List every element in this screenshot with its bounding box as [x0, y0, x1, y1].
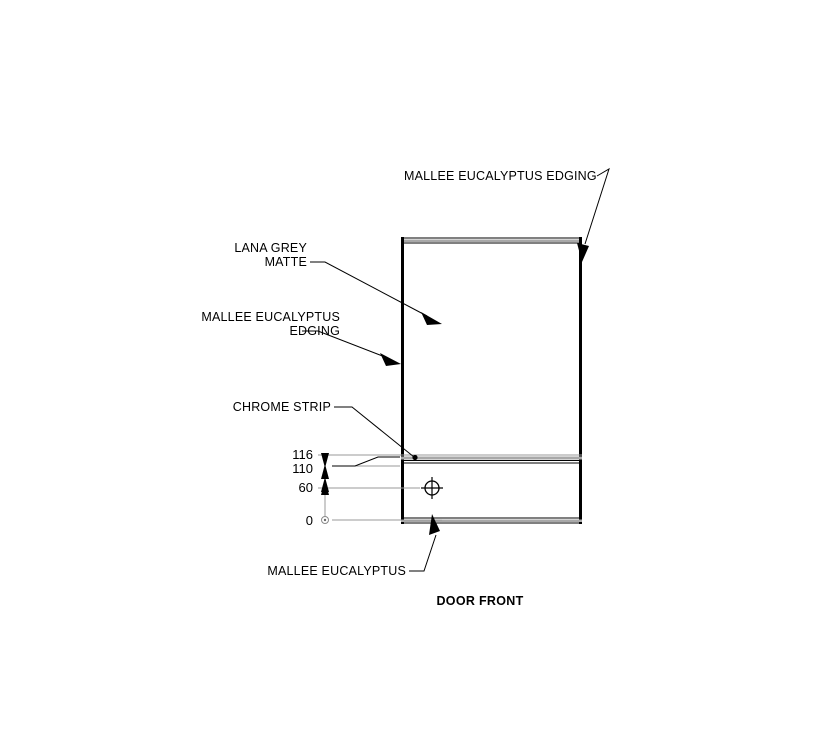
dim-jog-leader-110 [332, 456, 400, 467]
leader-lana-grey-matte [310, 261, 428, 317]
arrowhead-lana-grey-matte [421, 312, 442, 325]
handle-hole-crosshair [421, 477, 443, 499]
annotation-label-lana-grey-line1: LANA GREY [234, 241, 307, 255]
annotation-chrome-strip: CHROME STRIP [233, 400, 418, 461]
leader-chrome-strip [334, 406, 415, 458]
leader-dot-chrome-strip [412, 454, 418, 461]
dim-arrow-116 [321, 453, 329, 468]
dim-arrow-0-up [321, 477, 329, 492]
arrowhead-bottom-mallee [429, 514, 440, 535]
annotation-top-right-edging: MALLEE EUCALYPTUS EDGING [404, 167, 610, 262]
dim-label-110: 110 [292, 461, 313, 476]
drawing-title: DOOR FRONT [436, 594, 523, 608]
arrowhead-left-edging [380, 353, 401, 366]
annotation-bottom-mallee: MALLEE EUCALYPTUS [267, 514, 440, 578]
leader-top-right-edging [584, 167, 610, 245]
annotation-label-lana-grey-line2: MATTE [265, 255, 307, 269]
annotation-lana-grey-matte: LANA GREY MATTE [234, 241, 442, 325]
annotation-label-left-edging-line1: MALLEE EUCALYPTUS [201, 310, 340, 324]
dim-label-116: 116 [292, 447, 313, 462]
annotation-label-chrome-strip: CHROME STRIP [233, 400, 331, 414]
dim-label-0: 0 [306, 513, 313, 528]
leader-bottom-mallee [409, 534, 437, 572]
dim-arrow-110-up [321, 464, 329, 479]
arrowhead-top-right-edging [577, 243, 589, 262]
annotation-label-bottom-mallee: MALLEE EUCALYPTUS [267, 564, 406, 578]
datum-marker-dot [323, 518, 327, 522]
door-top-edge [401, 237, 582, 244]
annotation-left-edging: MALLEE EUCALYPTUS EDGING [201, 310, 401, 366]
dim-label-60: 60 [299, 480, 313, 495]
dimension-stack: 116 110 60 0 [292, 447, 582, 528]
leader-left-edging [302, 330, 386, 358]
annotation-label-top-right-edging: MALLEE EUCALYPTUS EDGING [404, 169, 597, 183]
door-face [401, 237, 582, 524]
door-panel [401, 237, 582, 524]
